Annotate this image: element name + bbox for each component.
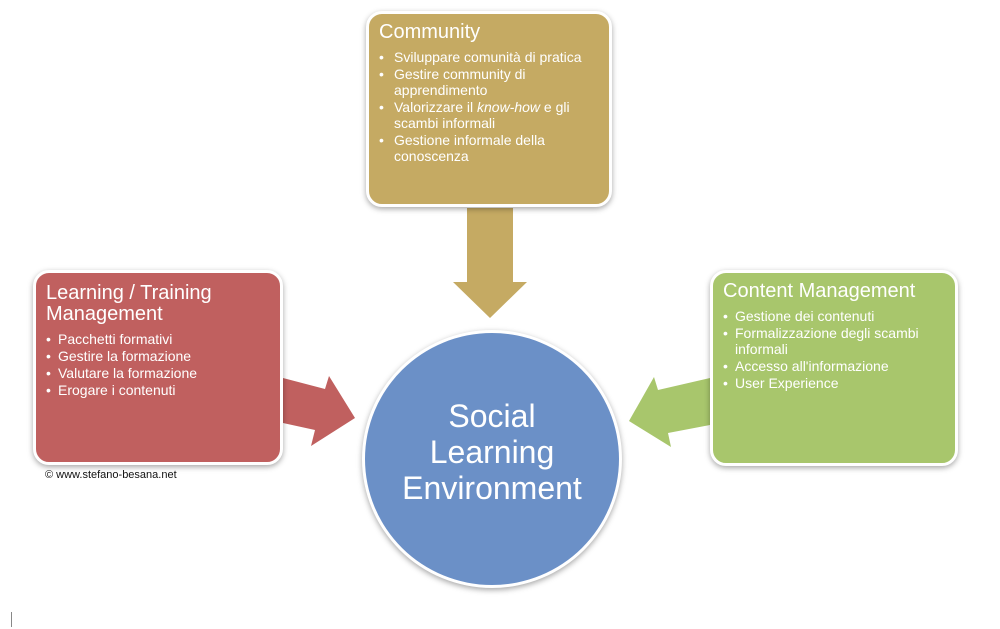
- community-title: Community: [379, 21, 481, 43]
- list-item-text: Valorizzare il: [394, 99, 477, 115]
- list-item: Gestione dei contenuti: [723, 308, 945, 324]
- arrow-community-to-center: [453, 208, 527, 318]
- list-item-italic: know-how: [477, 99, 541, 115]
- text-cursor: [11, 612, 12, 627]
- learning-box: Learning / Training Management Pacchetti…: [33, 270, 283, 465]
- list-item: Sviluppare comunità di pratica: [379, 49, 599, 65]
- list-item: Erogare i contenuti: [46, 382, 270, 398]
- list-item: Gestione informale della conoscenza: [379, 132, 599, 164]
- content-title: Content Management: [723, 280, 916, 302]
- list-item: Valutare la formazione: [46, 365, 270, 381]
- community-list: Sviluppare comunità di pratica Gestire c…: [379, 49, 599, 164]
- list-item: User Experience: [723, 375, 945, 391]
- center-label: Social Learning Environment: [402, 398, 582, 506]
- center-circle: Social Learning Environment: [362, 330, 622, 588]
- list-item: Valorizzare il know-how e gli scambi inf…: [379, 99, 599, 131]
- list-item: Accesso all'informazione: [723, 358, 945, 374]
- arrow-content-to-center: [629, 377, 710, 447]
- arrow-learning-to-center: [283, 376, 355, 446]
- learning-list: Pacchetti formativi Gestire la formazion…: [46, 331, 270, 398]
- list-item: Formalizzazione degli scambi informali: [723, 325, 945, 357]
- content-box: Content Management Gestione dei contenut…: [710, 270, 958, 466]
- list-item: Gestire la formazione: [46, 348, 270, 364]
- copyright-text: © www.stefano-besana.net: [45, 469, 177, 481]
- list-item-text: e gli scambi informali: [394, 99, 570, 131]
- community-box: Community Sviluppare comunità di pratica…: [366, 11, 612, 207]
- content-list: Gestione dei contenuti Formalizzazione d…: [723, 308, 945, 391]
- learning-title: Learning / Training Management: [46, 282, 212, 325]
- list-item: Pacchetti formativi: [46, 331, 270, 347]
- list-item: Gestire community di apprendimento: [379, 66, 599, 98]
